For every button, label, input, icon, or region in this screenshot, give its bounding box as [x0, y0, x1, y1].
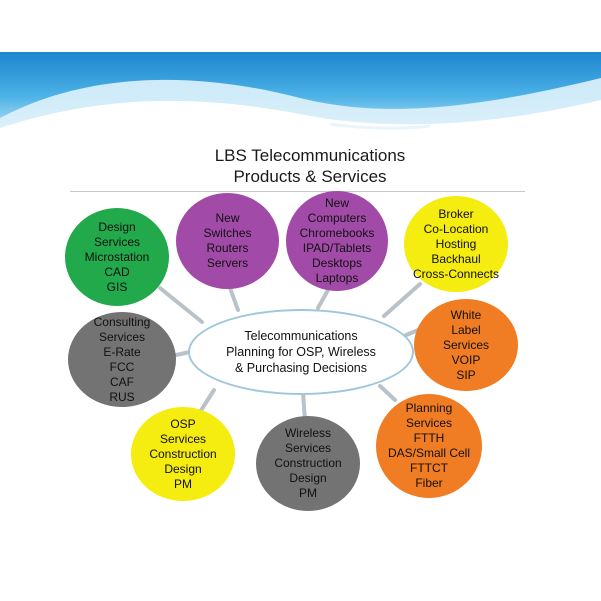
diagram-title: LBS Telecommunications Products & Servic… [140, 145, 480, 187]
bubble-osp-services: OSP Services Construction Design PM [131, 407, 235, 501]
bubble-wireless-services: Wireless Services Construction Design PM [256, 416, 360, 511]
connector-broker [382, 282, 422, 318]
bubble-consulting-services: Consulting Services E-Rate FCC CAF RUS [68, 312, 176, 407]
connector-planning [378, 384, 397, 402]
bubble-planning-services: Planning Services FTTH DAS/Small Cell FT… [376, 394, 482, 498]
bubble-white-label: White Label Services VOIP SIP [414, 299, 518, 391]
connector-switches [228, 286, 240, 312]
title-divider [70, 191, 525, 192]
connector-consulting [174, 350, 192, 357]
title-line-1: LBS Telecommunications [214, 146, 406, 165]
connector-computers [316, 288, 330, 310]
bubble-new-switches: New Switches Routers Servers [176, 193, 279, 289]
bubble-new-computers: New Computers Chromebooks IPAD/Tablets D… [286, 191, 388, 291]
center-hub-oval: Telecommunications Planning for OSP, Wir… [188, 309, 414, 395]
connector-osp [198, 388, 216, 414]
connector-design [158, 286, 204, 324]
bubble-broker: Broker Co-Location Hosting Backhaul Cros… [404, 196, 508, 292]
title-line-2: Products & Services [233, 167, 387, 186]
bubble-design-services: Design Services Microstation CAD GIS [65, 208, 169, 306]
